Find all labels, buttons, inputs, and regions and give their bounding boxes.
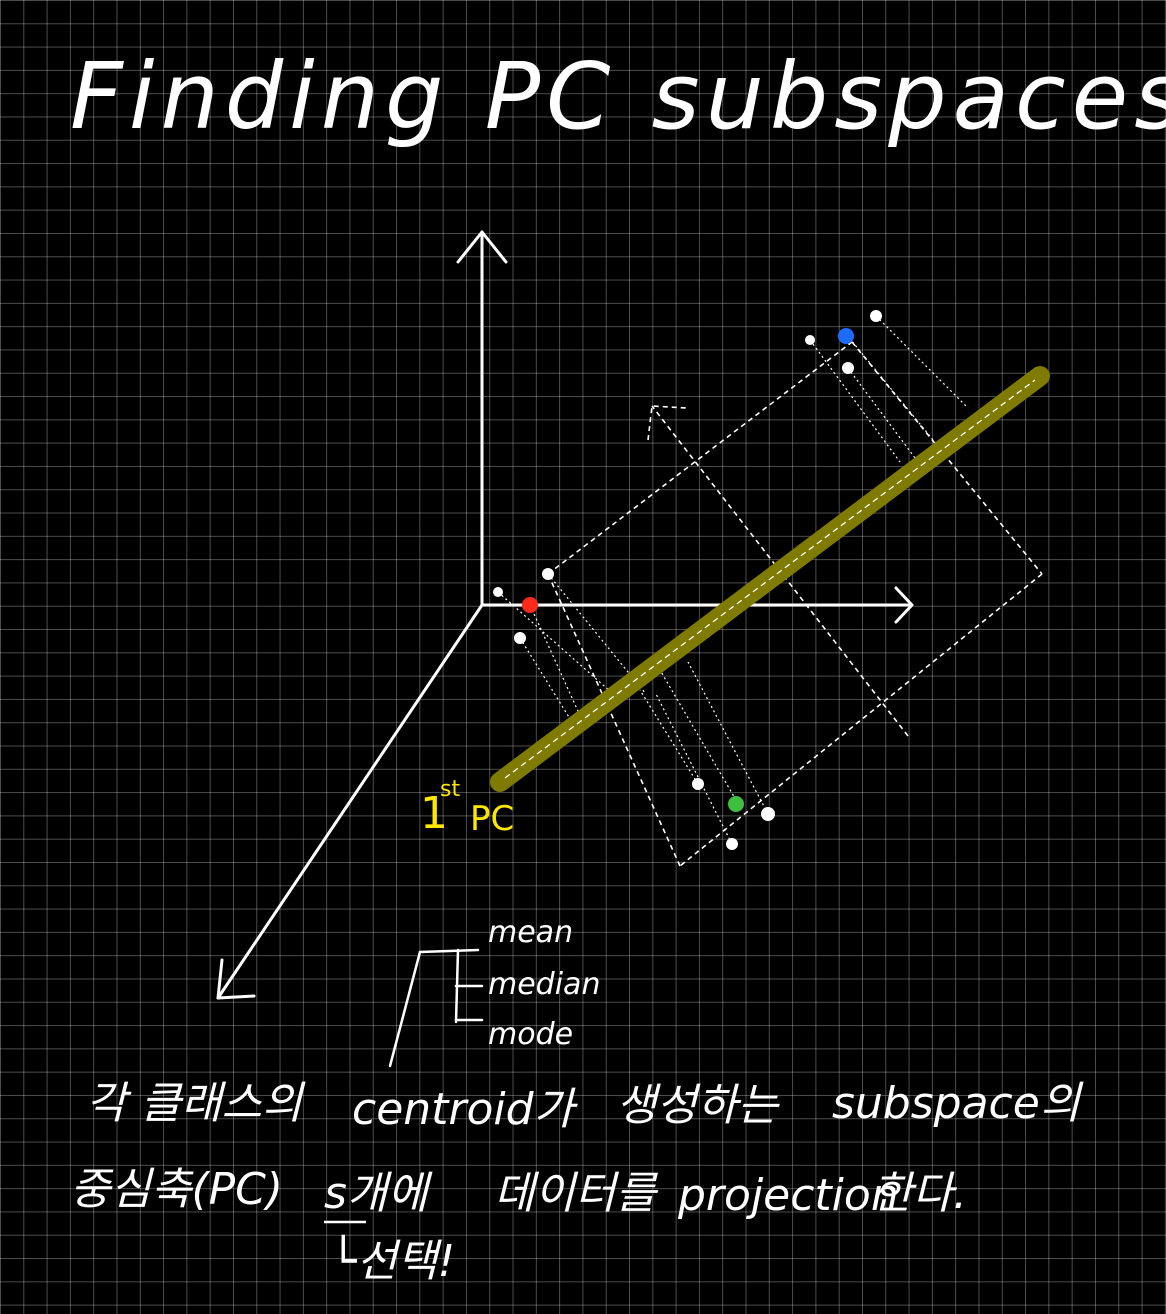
data-point — [805, 335, 815, 345]
data-point — [493, 587, 503, 597]
second-pc-arrowhead — [647, 405, 687, 441]
data-points — [493, 310, 882, 850]
pc-label: 1 st PC — [420, 777, 514, 839]
depth-axis — [216, 603, 484, 1000]
note: 각 클래스의 centroid가 생성하는 subspace의 중심축(PC) … — [70, 1078, 1084, 1287]
class-centroid-blue — [838, 328, 854, 344]
depth-axis-arrowhead — [216, 958, 256, 1000]
note-line2-term: projection — [677, 1170, 899, 1221]
note-line1-mid: 생성하는 — [616, 1080, 780, 1131]
page-title: Finding PC subspaces — [70, 43, 1166, 150]
data-point — [542, 568, 554, 580]
coordinate-axes — [216, 230, 914, 1000]
note-line1-prefix: 각 클래스의 — [86, 1078, 306, 1129]
horizontal-axis-arrowhead — [894, 586, 914, 624]
centroid-options-bracket — [388, 948, 484, 1068]
data-point — [870, 310, 882, 322]
data-point — [692, 778, 704, 790]
note-line3: └선택! — [330, 1234, 455, 1287]
note-line2-end: 한다. — [872, 1168, 967, 1219]
class-centroid-red — [522, 597, 538, 613]
note-line2-mid: 데이터를 — [494, 1168, 658, 1219]
note-line2-prefix: 중심축(PC) — [70, 1164, 283, 1215]
class-centroid-green — [728, 796, 744, 812]
projection-lines — [497, 315, 969, 845]
vertical-axis-arrowhead — [456, 230, 508, 264]
centroid-option-mode: mode — [488, 1017, 573, 1052]
data-point — [842, 362, 854, 374]
pc-label-ordinal: 1 — [420, 788, 448, 839]
note-line1-term2: subspace의 — [832, 1078, 1084, 1129]
note-line2-count: s개에 — [324, 1168, 433, 1219]
centroid-option-mean: mean — [488, 915, 573, 950]
pc-label-suffix: st — [440, 777, 460, 802]
pc-label-text: PC — [470, 799, 514, 839]
note-line1-term: centroid가 — [352, 1084, 579, 1135]
first-pc-center-line — [504, 379, 1036, 779]
data-point — [726, 838, 738, 850]
data-point — [761, 807, 775, 821]
data-point — [514, 632, 526, 644]
centroid-option-median: median — [488, 967, 600, 1002]
